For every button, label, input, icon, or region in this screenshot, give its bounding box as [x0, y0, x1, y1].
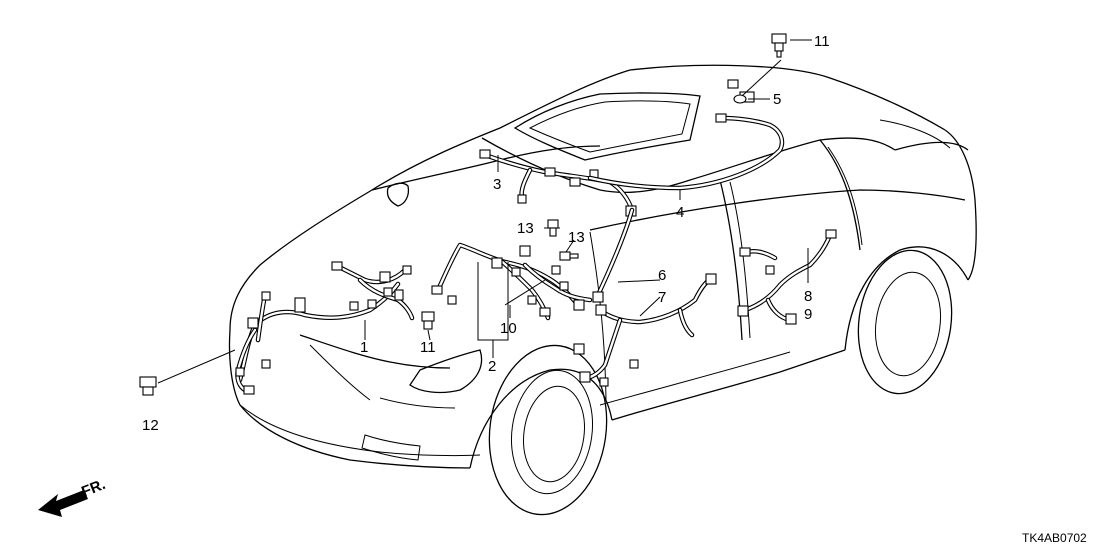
bolt-13-lower: [559, 251, 579, 261]
bolt-11-roof: [771, 33, 787, 58]
callout-3: 3: [493, 176, 501, 193]
callout-13-upper: 13: [517, 220, 534, 237]
callout-2: 2: [488, 358, 496, 375]
bolt-11-engine: [421, 311, 435, 330]
drawing-code: TK4AB0702: [1022, 531, 1087, 545]
callout-4: 4: [676, 204, 684, 221]
callout-12: 12: [142, 417, 159, 434]
callout-1: 1: [360, 339, 368, 356]
callout-6: 6: [658, 267, 666, 284]
callout-10: 10: [500, 320, 517, 337]
harness-rear-door: [737, 229, 837, 325]
harness-roof-rear: [587, 79, 785, 303]
callout-labels: 1 2 3 4 5 6 7 8 9 10 11 11 12 13 13: [142, 33, 830, 434]
callout-8: 8: [804, 288, 812, 305]
front-direction-label: FR.: [79, 476, 108, 501]
harness-front-door: [573, 273, 717, 387]
callout-13-lower: 13: [568, 229, 585, 246]
harness-roof-front: [479, 149, 637, 217]
grommet-5: [733, 94, 747, 104]
callout-7: 7: [658, 289, 666, 306]
harness-dashboard: [431, 242, 593, 321]
harness-engine-room: [235, 261, 415, 395]
front-direction-indicator: FR.: [38, 476, 108, 517]
callout-9: 9: [804, 306, 812, 323]
leader-lines: [157, 39, 812, 384]
callout-11-engine: 11: [420, 339, 436, 356]
front-direction-arrow-icon: [38, 490, 88, 517]
bolt-12: [139, 376, 157, 396]
callout-5: 5: [773, 91, 781, 108]
callout-11-roof: 11: [814, 33, 830, 50]
